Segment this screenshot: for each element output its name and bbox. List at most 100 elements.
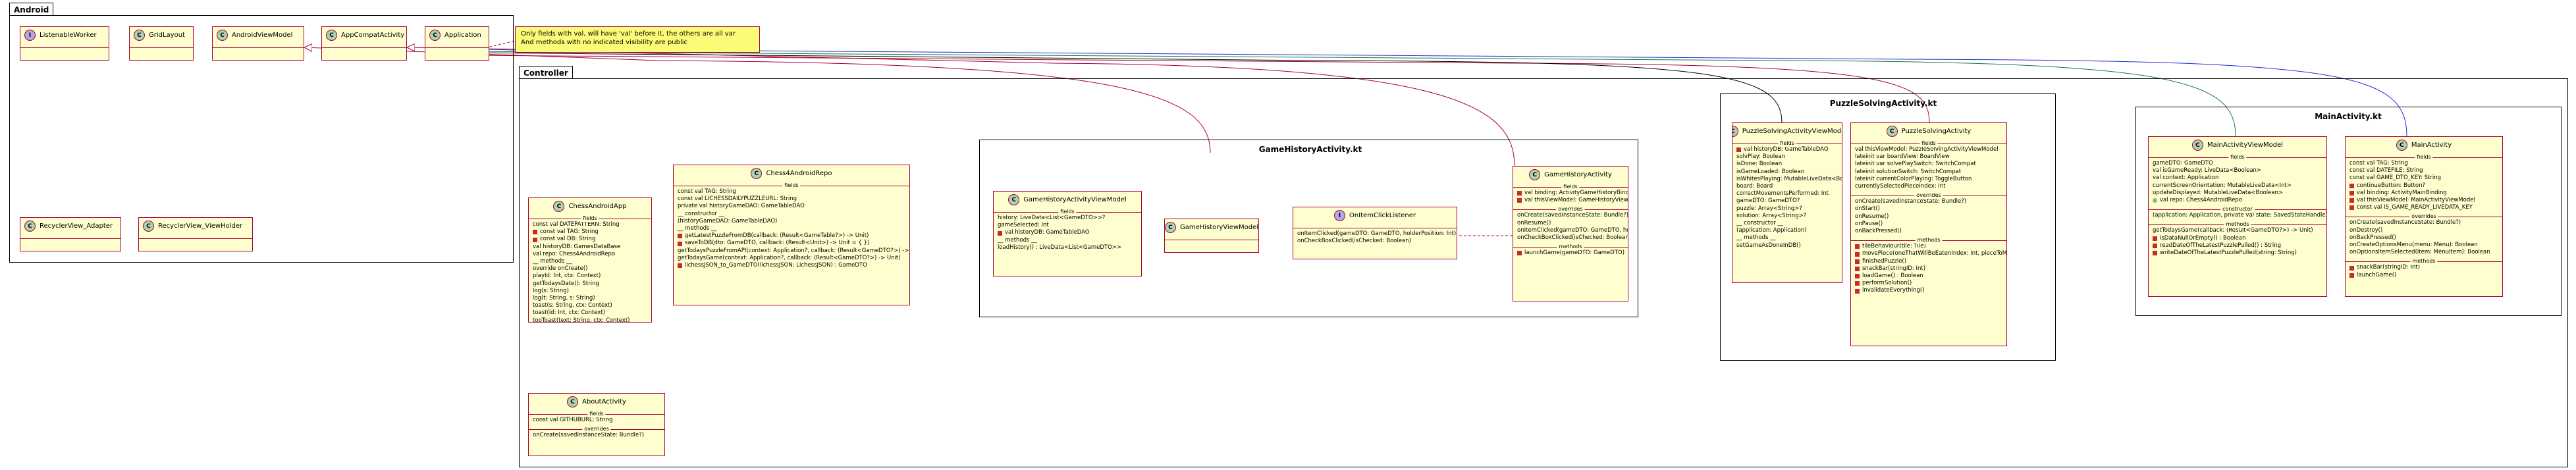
member-row: topToast(text: String, ctx: Context): [533, 317, 647, 322]
member-text: writeDateOfTheLatestPuzzlePulled(string:…: [2160, 249, 2297, 257]
private-visibility-icon: [1517, 251, 1522, 256]
member-text: correctMovementsPerformed: Int: [1736, 190, 1829, 197]
member-text: log(s: String): [533, 287, 569, 294]
member-text: isDone: Boolean: [1736, 161, 1783, 168]
class-badge: C: [553, 201, 565, 212]
private-visibility-icon: [678, 241, 682, 246]
private-visibility-icon: [1855, 251, 1860, 257]
private-visibility-icon: [2153, 243, 2157, 248]
member-text: toast(id: Int, ctx: Context): [533, 309, 605, 317]
section-label: fields: [782, 182, 801, 189]
member-text: onResume(): [1855, 213, 1889, 220]
member-row: isWhitesPlaying: MutableLiveData<Boolean…: [1736, 176, 1842, 183]
member-text: currentlySelectedPieceIndex: Int: [1855, 183, 1946, 190]
override-list: onCreate(savedInstanceState: Bundle?): [529, 431, 664, 440]
member-text: const val TAG: String: [540, 228, 599, 236]
private-visibility-icon: [1736, 147, 1741, 153]
member-row: onItemClicked(gameDTO: GameDTO, holderPo…: [1517, 227, 1628, 234]
member-text: lichessJSON_to_GameDTO(lichessJSON: Lich…: [685, 262, 867, 269]
member-row: onCreateOptionsMenu(menu: Menu): Boolean: [2349, 242, 2498, 249]
member-text: (historyGameDAO: GameTableDAO): [678, 217, 778, 224]
member-row: readDateOfTheLatestPuzzlePulled() : Stri…: [2153, 242, 2322, 249]
field-list: history: LiveData<List<GameDTO>>?gameSel…: [994, 214, 1141, 253]
member-text: __ methods __: [533, 258, 572, 265]
member-text: const val DB: String: [540, 236, 596, 243]
member-text: val context: Application: [2153, 174, 2219, 182]
member-text: movePiece(oneThatWillBeEatenIndex: Int, …: [1862, 250, 2007, 257]
member-text: lateinit var boardView: BoardView: [1855, 153, 1950, 161]
member-text: val historyDB: GameTableDAO: [1744, 146, 1829, 153]
private-visibility-icon: [2349, 183, 2354, 188]
section-label: fields: [587, 411, 606, 417]
override-list: onCreate(savedInstanceState: Bundle?)onS…: [1851, 197, 2006, 236]
class-badge: C: [1886, 126, 1898, 137]
class-badge: C: [567, 396, 579, 407]
member-row: const val TAG: String: [678, 188, 905, 196]
member-text: __ methods __: [998, 236, 1037, 244]
member-text: gameSelected: Int: [998, 222, 1049, 229]
member-row: (application: Application): [1736, 227, 1838, 234]
class-badge: C: [134, 30, 145, 41]
member-row: onOptionsItemSelected(item: MenuItem): B…: [2349, 249, 2498, 256]
member-text: snackBar(stringID: Int): [2357, 264, 2421, 271]
member-row: const val LICHESSDAILYPUZZLEURL: String: [678, 196, 905, 203]
member-text: isGameLoaded: Boolean: [1736, 168, 1805, 175]
member-row: onCheckBoxClicked(isChecked: Boolean): [1517, 234, 1628, 242]
member-text: getTodaysPuzzleFromAPI(context: Applicat…: [678, 247, 910, 254]
member-row: lateinit solutionSwitch: SwitchCompat: [1855, 169, 2002, 176]
member-text: onItemClicked(gameDTO: GameDTO, holderPo…: [1297, 230, 1457, 237]
member-row: val thisViewModel: PuzzleSolvingActivity…: [1855, 146, 2002, 153]
class-puzzle-solving-activity-view-model[interactable]: CPuzzleSolvingActivityViewModel fields v…: [1732, 122, 1842, 283]
member-text: tileBehaviour(tile: Tile): [1862, 243, 1926, 250]
member-text: const val DATEPATTERN: String: [533, 221, 620, 228]
private-visibility-icon: [2349, 190, 2354, 196]
member-row: movePiece(oneThatWillBeEatenIndex: Int, …: [1855, 250, 2006, 257]
class-name: ListenableWorker: [40, 32, 97, 39]
member-row: performSolution(): [1855, 280, 2002, 287]
member-text: getTodaysDate(): String: [533, 280, 599, 287]
member-text: const val LICHESSDAILYPUZZLEURL: String: [678, 196, 797, 203]
member-text: val thisViewModel: GameHistoryViewModel: [1524, 197, 1628, 204]
member-text: (application: Application, private val s…: [2153, 212, 2327, 219]
field-list: val thisViewModel: PuzzleSolvingActivity…: [1851, 145, 2006, 192]
private-visibility-icon: [533, 237, 537, 242]
member-row: getTodaysDate(): String: [533, 280, 647, 288]
member-row: playId: Int, ctx: Context): [533, 273, 647, 280]
member-row: continueButton: Button?: [2349, 182, 2498, 190]
member-row: val context: Application: [2153, 174, 2322, 182]
member-text: performSolution(): [1862, 280, 1912, 287]
member-text: const val DATEFILE: String: [2349, 167, 2423, 174]
member-text: lateinit var solvePlaySwitch: SwitchComp…: [1855, 161, 1976, 168]
method-list: launchGame(gameDTO: GameDTO): [1513, 249, 1628, 258]
member-text: val binding: ActivityGameHistoryBinding: [1524, 190, 1628, 196]
member-row: lateinit var solvePlaySwitch: SwitchComp…: [1855, 161, 2002, 168]
member-row: const val DATEPATTERN: String: [533, 221, 647, 228]
private-visibility-icon: [2349, 205, 2354, 211]
member-row: solution: Array<String>?: [1736, 213, 1838, 220]
class-badge: C: [24, 221, 36, 232]
section-label: fields: [2415, 154, 2433, 161]
member-text: val thisViewModel: PuzzleSolvingActivity…: [1855, 146, 1999, 153]
section-label: fields: [1058, 209, 1077, 215]
member-text: override onCreate(): [533, 265, 588, 273]
member-text: __ constructor __: [1736, 220, 1784, 227]
